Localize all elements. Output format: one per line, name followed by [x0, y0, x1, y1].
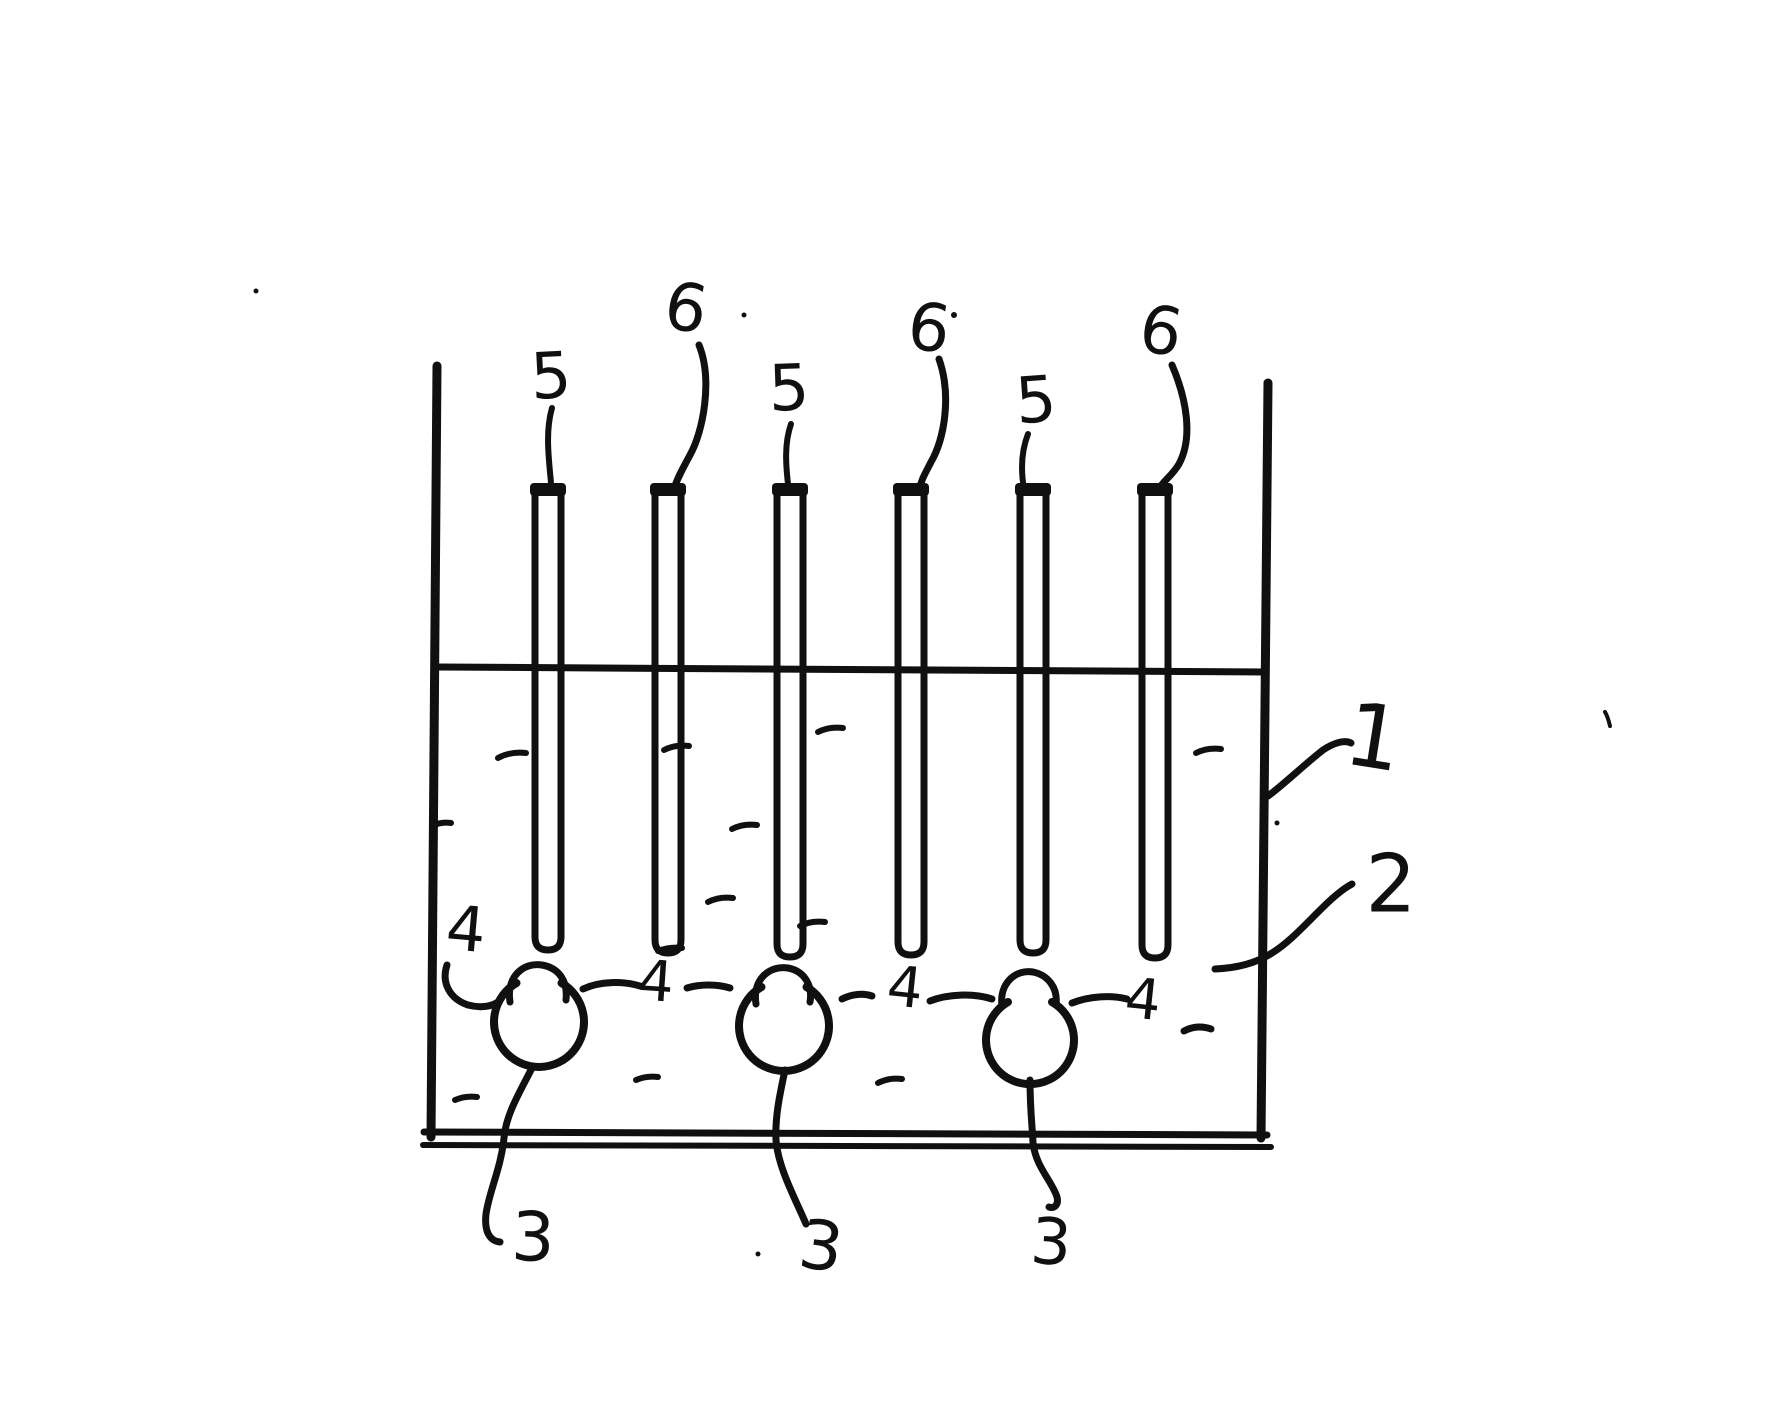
- leader-line-3b: [772, 1066, 810, 1228]
- tank-right-wall: [1256, 378, 1273, 1143]
- electrode-top-cap: [1137, 483, 1173, 496]
- ink-speck: [1274, 820, 1280, 826]
- leader-line-6b: [916, 355, 950, 492]
- tank-vessel: [420, 361, 1274, 1150]
- bubble-line-dash: [1068, 993, 1131, 1007]
- label-4-d: 4: [1122, 966, 1164, 1034]
- leader-line-5a: [545, 405, 555, 486]
- water-ripple-dash: [797, 918, 828, 929]
- label-6-rod2: 6: [659, 266, 714, 349]
- tank-bottom-line-outer: [420, 1128, 1271, 1139]
- leader-line-3a: [482, 1062, 537, 1246]
- water-ripple-dash: [875, 1075, 905, 1086]
- water-ripple-dash: [429, 819, 454, 829]
- leader-lines: [482, 341, 1356, 1246]
- bubble-line-dash: [838, 990, 876, 1003]
- water-ripple-dash: [729, 821, 760, 832]
- bubble-line-arc: [998, 968, 1060, 1010]
- sparger-circle: [982, 998, 1078, 1089]
- electrode-rod: [651, 487, 685, 957]
- leader-line-6a: [671, 341, 710, 490]
- electrode-rod: [1138, 487, 1172, 962]
- electrode-top-cap: [650, 483, 686, 496]
- water-ripple-dash: [495, 749, 529, 761]
- water-ripple-dash: [633, 1073, 661, 1083]
- ink-speck: [253, 288, 259, 294]
- electrode-rods: [530, 483, 1173, 962]
- water-ripple-dash: [655, 944, 685, 954]
- water-ripple-dash: [661, 742, 692, 753]
- water-ripple-dash: [815, 724, 846, 735]
- leader-line-5c: [1019, 431, 1031, 492]
- electrode-rod: [1016, 487, 1050, 957]
- electrode-top-cap: [772, 483, 808, 496]
- label-1-tank: 1: [1338, 682, 1409, 792]
- bubble-line-dash: [926, 991, 996, 1005]
- ink-speck: [1603, 710, 1612, 728]
- ink-speck: [755, 1251, 761, 1257]
- tank-left-wall: [426, 361, 442, 1142]
- leader-line-5b: [783, 421, 794, 487]
- label-3-c: 3: [1028, 1205, 1074, 1282]
- ink-speck: [741, 312, 747, 318]
- label-5-rod1: 5: [529, 339, 574, 415]
- label-2-line: 2: [1366, 838, 1417, 931]
- water-ripple-dash: [705, 894, 736, 905]
- label-4-b: 4: [636, 948, 676, 1015]
- label-4-a: 4: [443, 891, 489, 967]
- leader-line-1: [1264, 738, 1355, 800]
- label-5-rod5: 5: [1013, 363, 1059, 440]
- water-ripple-dashes: [429, 724, 1224, 1103]
- ink-specks: [253, 288, 1612, 1257]
- liquid-surface-line: [433, 663, 1270, 676]
- label-4-c: 4: [884, 954, 926, 1022]
- leader-line-3c: [1026, 1076, 1061, 1211]
- label-5-rod3: 5: [767, 351, 810, 426]
- electrode-rod: [531, 487, 565, 954]
- bubble-line-dash: [683, 981, 734, 992]
- tank-bottom-line-inner: [420, 1142, 1274, 1150]
- leader-line-6c: [1155, 361, 1191, 493]
- bubble-line-dash: [1180, 1023, 1215, 1035]
- water-ripple-dash: [1193, 745, 1224, 756]
- reference-labels: 5 6 5 6 5 6 4 4 4 4 3 3 3 1 2: [443, 266, 1416, 1289]
- sparger-circle: [490, 979, 588, 1071]
- water-ripple-dash: [452, 1093, 480, 1103]
- electrode-rod: [894, 487, 928, 959]
- label-6-rod4: 6: [903, 287, 955, 369]
- label-6-rod6: 6: [1134, 289, 1189, 372]
- electrode-top-cap: [530, 483, 566, 496]
- bubble-line-swoop: [441, 961, 502, 1011]
- ink-speck: [951, 312, 957, 318]
- bubble-line-dash: [579, 979, 644, 993]
- electrode-rod: [773, 487, 807, 961]
- label-3-a: 3: [510, 1198, 556, 1278]
- leader-line-2: [1211, 880, 1356, 973]
